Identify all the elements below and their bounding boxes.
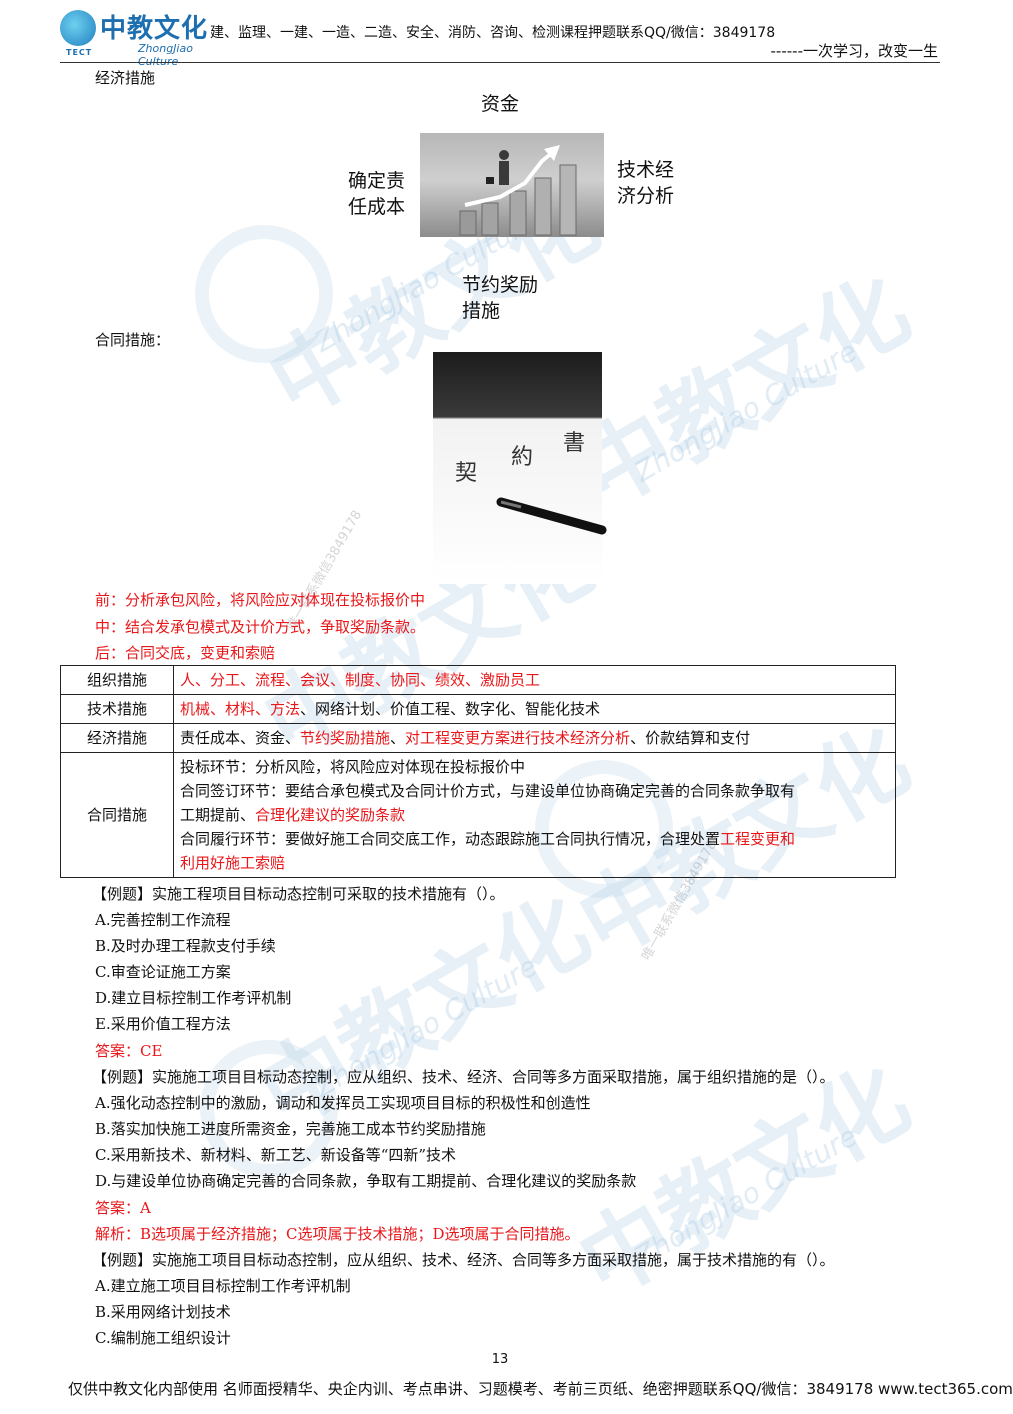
brand-logo: TECT 中教文化 ZhongJiao Culture (60, 8, 210, 68)
table-content-part: 节约奖励措施 (300, 729, 391, 747)
question-option: E.采用价值工程方法 (95, 1015, 231, 1033)
table-row: 技术措施机械、材料、方法、网络计划、价值工程、数字化、智能化技术 (60, 694, 896, 724)
coins-growth-photo (420, 133, 604, 237)
table-content-part: 对工程变更方案进行技术经济分析 (405, 729, 631, 747)
question-option: B.采用网络计划技术 (95, 1303, 231, 1321)
watermark-logo-ring (195, 225, 333, 363)
table-content: 人、分工、流程、会议、制度、协同、绩效、激励员工 (173, 665, 896, 695)
answer-analysis: 解析：B选项属于经济措施；C选项属于技术措施；D选项属于合同措施。 (95, 1225, 580, 1243)
question-option: C.采用新技术、新材料、新工艺、新设备等“四新”技术 (95, 1146, 457, 1164)
contract-char: 約 (511, 445, 533, 470)
table-content-part: 、网络计划、价值工程、数字化、智能化技术 (300, 700, 601, 718)
econ-label-responsibility: 确定责 任成本 (348, 170, 406, 218)
measures-table-body: 组织措施人、分工、流程、会议、制度、协同、绩效、激励员工技术措施机械、材料、方法… (60, 665, 896, 753)
answer-label: 答案：CE (95, 1042, 163, 1060)
page-number: 13 (491, 1352, 509, 1367)
coins-chart-illustration (459, 145, 577, 236)
section-heading-contract: 合同措施： (95, 331, 171, 349)
contract-stage-before: 前：分析承包风险，将风险应对体现在投标报价中 (95, 591, 426, 609)
watermark-text: ZhongJiao Culture (628, 334, 863, 489)
logo-english: ZhongJiao Culture (138, 42, 193, 68)
question-option: A.完善控制工作流程 (95, 911, 231, 929)
logo-tect: TECT (66, 48, 93, 57)
table-content-part: 责任成本、资金、 (180, 729, 301, 747)
question-stem: 【例题】实施施工项目目标动态控制，应从组织、技术、经济、合同等多方面采取措施，属… (92, 1251, 835, 1269)
watermark-contact: 唯一联系微信3849178 (284, 507, 366, 634)
table-row: 经济措施责任成本、资金、节约奖励措施、对工程变更方案进行技术经济分析、价款结算和… (60, 723, 896, 753)
globe-icon (60, 10, 96, 46)
table-content-part: 机械、材料、方法 (180, 700, 301, 718)
contract-stage-after: 后：合同交底，变更和索赔 (95, 644, 276, 662)
table-category: 组织措施 (60, 665, 174, 695)
header-slogan: ------一次学习，改变一生 (770, 42, 938, 60)
table-content-contract: 投标环节：分析风险，将风险应对体现在投标报价中 合同签订环节：要结合承包模式及合… (173, 752, 896, 878)
section-heading-econ: 经济措施 (95, 69, 156, 87)
question-stem: 【例题】实施施工项目目标动态控制，应从组织、技术、经济、合同等多方面采取措施，属… (92, 1068, 835, 1086)
question-option: B.落实加快施工进度所需资金，完善施工成本节约奖励措施 (95, 1120, 486, 1138)
contract-char: 契 (455, 461, 477, 486)
table-row: 组织措施人、分工、流程、会议、制度、协同、绩效、激励员工 (60, 665, 896, 695)
table-content-part: 人、分工、流程、会议、制度、协同、绩效、激励员工 (180, 671, 541, 689)
header-divider (60, 62, 940, 63)
question-stem: 【例题】实施工程项目目标动态控制可采取的技术措施有（）。 (92, 885, 505, 903)
question-option: C.编制施工组织设计 (95, 1329, 231, 1347)
econ-label-reward: 节约奖励 措施 (462, 274, 539, 322)
contract-char: 書 (563, 431, 585, 456)
watermark-text: 中教文化 (562, 256, 927, 528)
question-option: D.建立目标控制工作考评机制 (95, 989, 292, 1007)
question-option: B.及时办理工程款支付手续 (95, 937, 276, 955)
question-option: D.与建设单位协商确定完善的合同条款，争取有工期提前、合理化建议的奖励条款 (95, 1172, 637, 1190)
table-row: 合同措施 投标环节：分析风险，将风险应对体现在投标报价中 合同签订环节：要结合承… (60, 752, 896, 878)
table-content-part: 、 (390, 729, 406, 747)
table-category: 经济措施 (60, 723, 174, 753)
contract-stage-during: 中：结合发承包模式及计价方式，争取奖励条款。 (95, 618, 426, 636)
contract-illustration: 契 約 書 (455, 431, 607, 535)
table-content-part: 、价款结算和支付 (630, 729, 751, 747)
question-option: A.建立施工项目目标控制工作考评机制 (95, 1277, 351, 1295)
econ-label-tech-analysis: 技术经 济分析 (617, 159, 675, 207)
answer-label: 答案：A (95, 1199, 151, 1217)
contract-document-photo: 契 約 書 (433, 352, 607, 584)
table-content: 机械、材料、方法、网络计划、价值工程、数字化、智能化技术 (173, 694, 896, 724)
logo-name: 中教文化 (100, 14, 209, 44)
measures-table: 组织措施人、分工、流程、会议、制度、协同、绩效、激励员工技术措施机械、材料、方法… (60, 665, 896, 878)
header-contact: 建、监理、一建、一造、二造、安全、消防、咨询、检测课程押题联系QQ/微信：384… (210, 25, 776, 41)
question-option: A.强化动态控制中的激励，调动和发挥员工实现项目目标的积极性和创造性 (95, 1094, 591, 1112)
question-option: C.审查论证施工方案 (95, 963, 231, 981)
table-category: 技术措施 (60, 694, 174, 724)
table-content: 责任成本、资金、节约奖励措施、对工程变更方案进行技术经济分析、价款结算和支付 (173, 723, 896, 753)
econ-label-funds: 资金 (481, 93, 520, 115)
footer-notice: 仅供中教文化内部使用 名师面授精华、央企内训、考点串讲、习题模考、考前三页纸、绝… (68, 1380, 1013, 1398)
table-category: 合同措施 (60, 752, 174, 878)
